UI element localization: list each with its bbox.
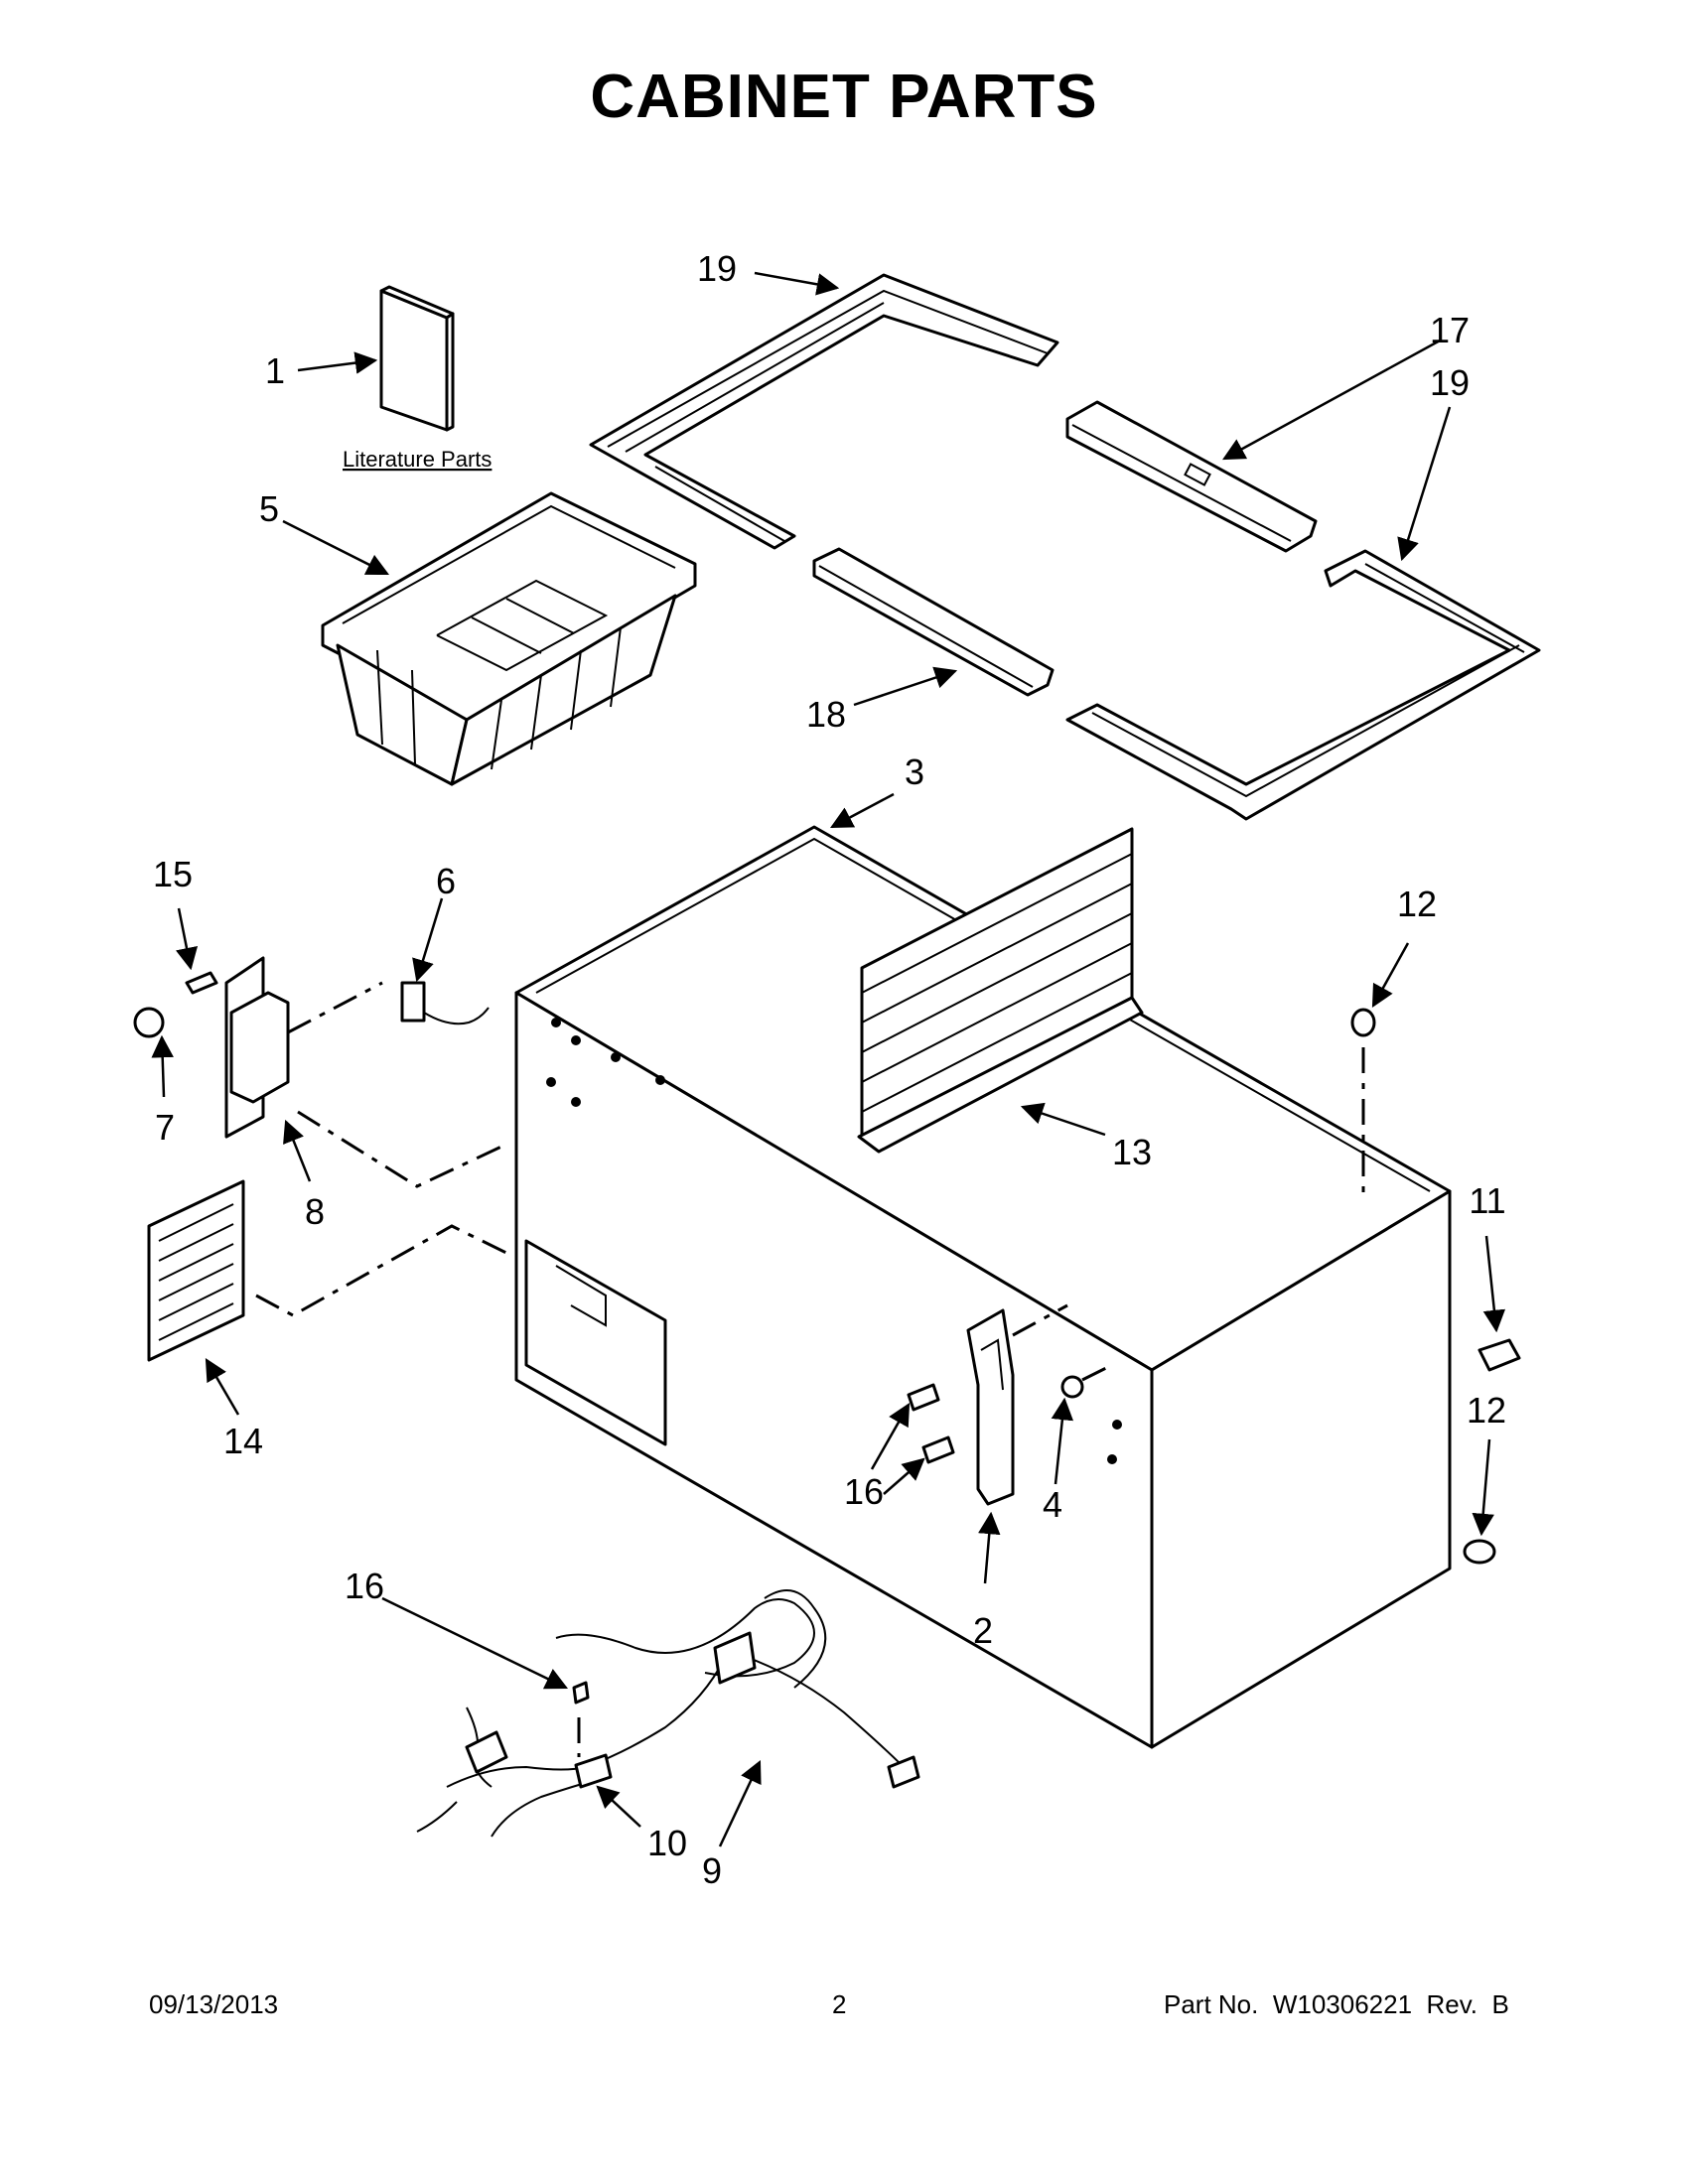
guide-line-8: [297, 1110, 502, 1188]
callout-8: 8: [305, 1191, 325, 1232]
gasket-lower-part: [812, 547, 1055, 697]
callout-16-harness: 16: [345, 1566, 384, 1606]
gasket-left-part: [589, 273, 1059, 550]
sensor-part: [400, 981, 490, 1025]
guide-line-14: [255, 1224, 507, 1317]
footer-page-number: 2: [832, 1989, 847, 2019]
wire-harness-part: [416, 1589, 920, 1838]
callout-13: 13: [1112, 1132, 1152, 1172]
callout-12-upper: 12: [1397, 884, 1437, 924]
callout-19-upper: 19: [697, 248, 737, 289]
footer-part-number: Part No. W10306221 Rev. B: [1164, 1989, 1509, 2019]
callout-9: 9: [702, 1850, 722, 1891]
callout-2: 2: [973, 1610, 993, 1651]
guide-line-6: [287, 981, 383, 1034]
callout-17: 17: [1430, 310, 1470, 350]
callout-4: 4: [1043, 1484, 1062, 1525]
callout-18: 18: [806, 694, 846, 735]
callout-5: 5: [259, 488, 279, 529]
guide-line-4: [1081, 1363, 1113, 1382]
leveling-leg-part: [1350, 1008, 1521, 1565]
cabinet-part: [514, 825, 1452, 1749]
grille-part: [147, 1179, 245, 1362]
literature-parts-label: Literature Parts: [343, 447, 492, 472]
callout-16-hinge: 16: [844, 1471, 884, 1512]
footer-date: 09/13/2013: [149, 1989, 279, 2019]
callout-7: 7: [155, 1107, 175, 1148]
hinge-part: [907, 1308, 1084, 1506]
page-title: CABINET PARTS: [590, 63, 1098, 131]
control-housing-part: [133, 956, 290, 1139]
gasket-right-part: [1065, 549, 1541, 821]
callout-6: 6: [436, 861, 456, 901]
callout-15: 15: [153, 854, 193, 894]
callout-10: 10: [647, 1823, 687, 1863]
divider-part: [857, 827, 1144, 1154]
callout-3: 3: [905, 751, 924, 792]
callout-12-lower: 12: [1467, 1390, 1506, 1431]
guide-line-hinge: [1012, 1303, 1068, 1337]
basket-part: [321, 491, 697, 786]
callout-11: 11: [1469, 1180, 1505, 1221]
callout-14: 14: [223, 1421, 263, 1461]
literature-booklet-part: [379, 285, 455, 432]
callout-1: 1: [265, 350, 285, 391]
gasket-center-part: [1065, 400, 1318, 553]
callout-19-right: 19: [1430, 362, 1470, 403]
